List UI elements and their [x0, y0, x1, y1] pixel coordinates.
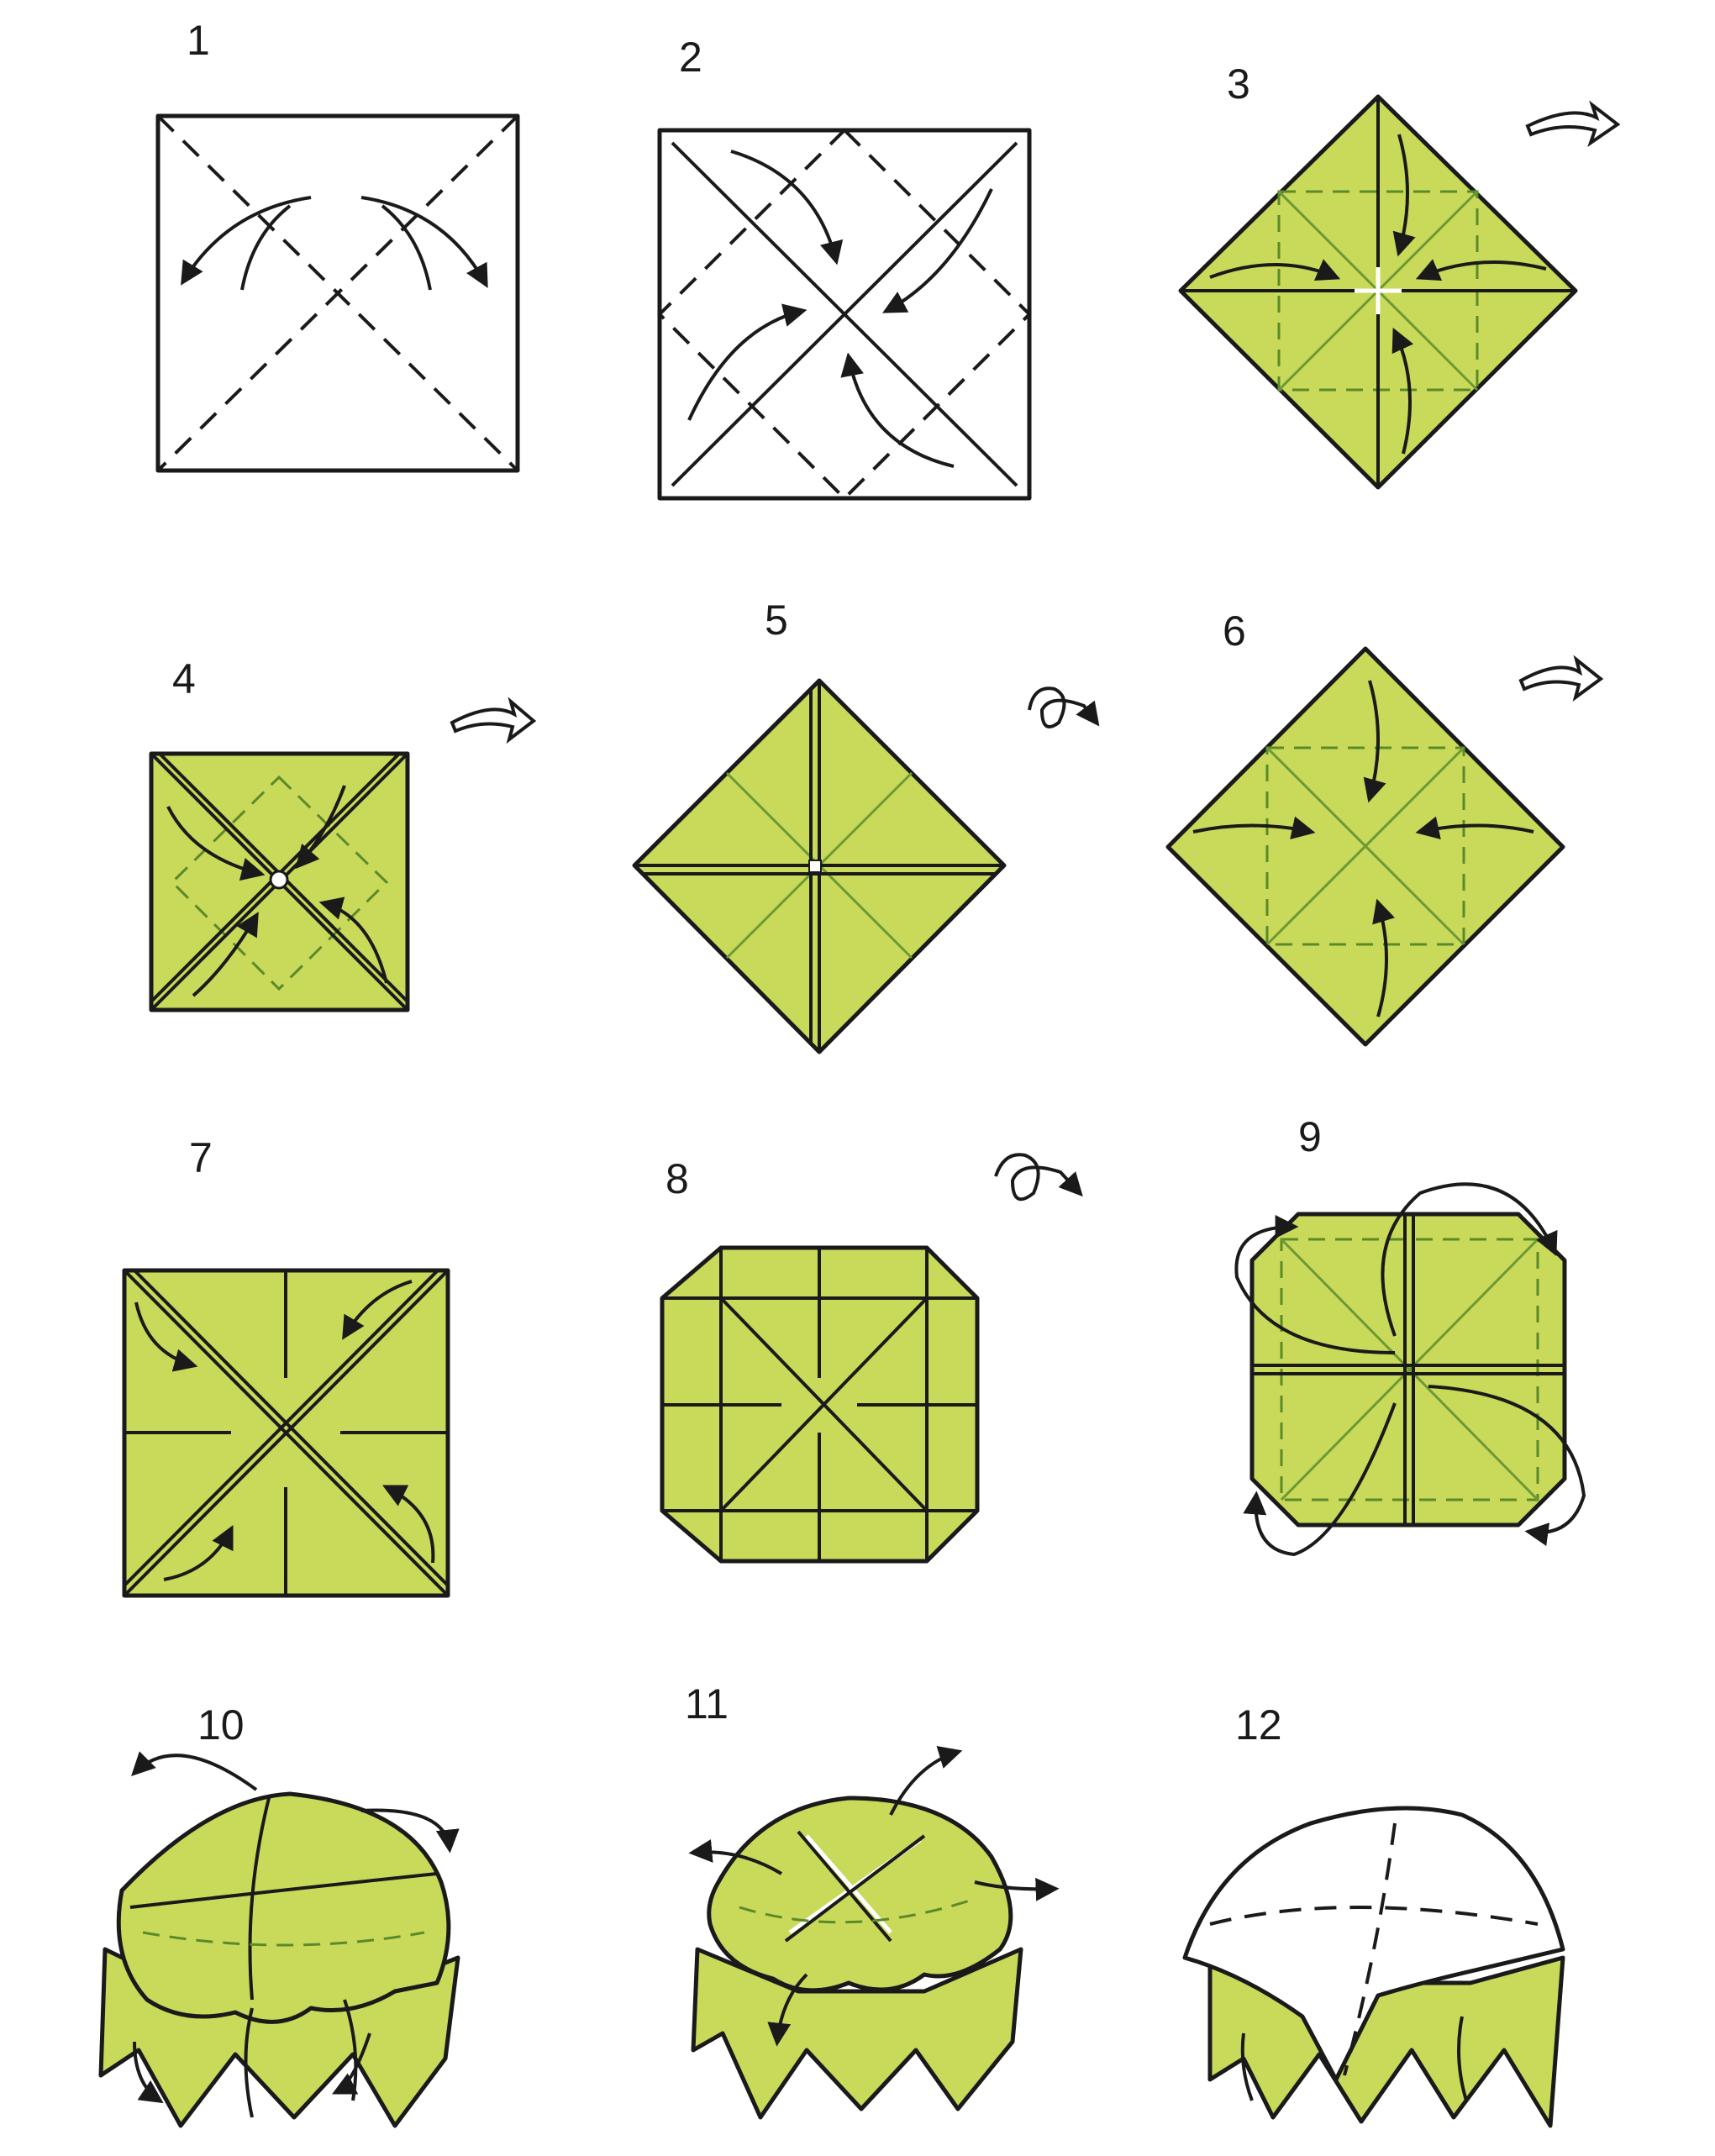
- step-10-number: 10: [197, 1701, 245, 1748]
- turn-over-icon: [1528, 105, 1618, 143]
- step-7: 7: [124, 1134, 448, 1596]
- step-5: 5: [634, 597, 1097, 1052]
- step-2-number: 2: [679, 34, 702, 81]
- step-8-number: 8: [665, 1155, 689, 1202]
- rotate-icon: [996, 1154, 1080, 1199]
- step-9-number: 9: [1298, 1113, 1322, 1160]
- step-6-number: 6: [1223, 607, 1246, 655]
- step-11-number: 11: [685, 1680, 729, 1727]
- step-3: 3: [1181, 60, 1618, 487]
- step-12-number: 12: [1235, 1701, 1282, 1748]
- step-8: 8: [662, 1154, 1080, 1561]
- turn-over-icon: [452, 702, 534, 739]
- step-12: 12: [1185, 1701, 1563, 2126]
- step-2: 2: [660, 34, 1029, 498]
- step-10: 10: [101, 1701, 458, 2126]
- step-1: 1: [158, 17, 518, 471]
- step-10-top: [118, 1794, 449, 2022]
- step-6: 6: [1168, 607, 1601, 1044]
- step-11: 11: [685, 1680, 1055, 2117]
- step-3-number: 3: [1227, 60, 1250, 108]
- step-4-number: 4: [172, 655, 196, 702]
- turn-over-icon: [1521, 660, 1601, 697]
- step-1-number: 1: [187, 17, 210, 64]
- step-5-number: 5: [765, 597, 788, 644]
- step-9: 9: [1236, 1113, 1584, 1554]
- step-4: 4: [151, 655, 534, 1010]
- step-7-number: 7: [189, 1134, 213, 1181]
- rotate-icon: [1029, 688, 1097, 727]
